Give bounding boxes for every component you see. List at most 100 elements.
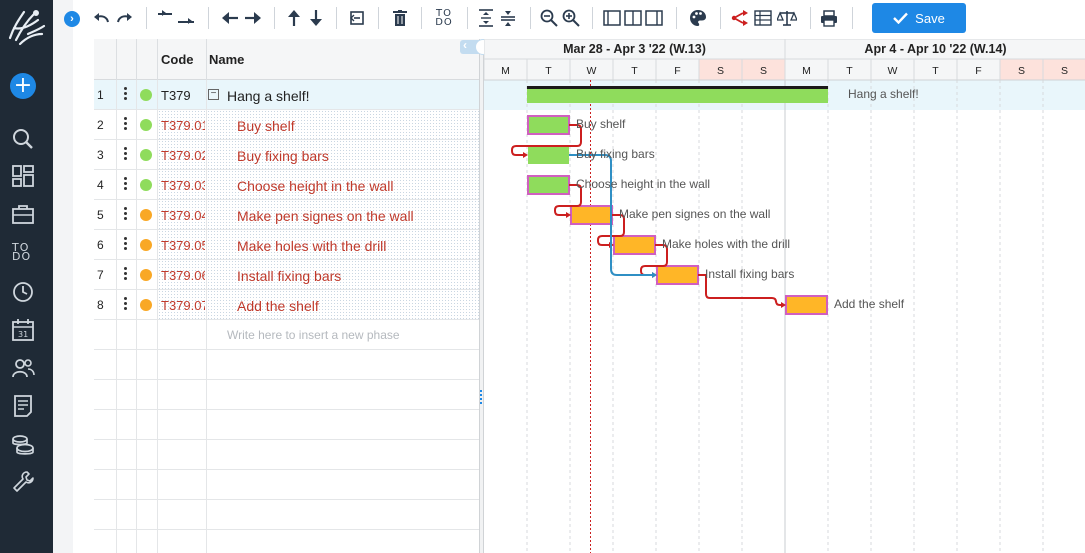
grid-cell[interactable] [158,290,207,320]
grid-cell[interactable] [117,260,137,290]
grid-cell[interactable] [117,440,137,470]
grid-cell[interactable] [158,410,207,440]
grid-cell[interactable] [94,500,117,530]
grid-cell[interactable] [207,380,480,410]
grid-cell[interactable] [207,170,480,200]
arrow-down-icon[interactable] [306,6,326,30]
grid-cell[interactable] [117,200,137,230]
dependency-link[interactable] [554,184,582,216]
grid-cell[interactable] [158,260,207,290]
task-code[interactable]: T379.03 [161,178,205,193]
grid-cell[interactable] [158,320,207,350]
grid-cell[interactable] [137,530,158,553]
task-bar[interactable] [570,205,613,225]
undo-icon[interactable] [92,6,112,30]
grid-cell[interactable] [117,320,137,350]
grid-cell[interactable] [137,410,158,440]
grid-cell[interactable] [158,380,207,410]
panel-splitter[interactable] [479,39,484,553]
palette-icon[interactable] [688,6,708,30]
week-header-cell[interactable] [784,39,1085,60]
grid-cell[interactable] [207,440,480,470]
grid-cell[interactable] [94,350,117,380]
header-code-col[interactable]: Code [158,39,207,80]
app-logo-icon[interactable] [4,4,48,48]
search-icon[interactable] [10,126,36,152]
grid-cell[interactable] [137,350,158,380]
grid-cell[interactable] [117,410,137,440]
task-code[interactable]: T379.07 [161,298,205,313]
grid-cell[interactable] [158,440,207,470]
dependency-link[interactable] [511,124,582,156]
grid-cell[interactable] [137,260,158,290]
splitter-grip[interactable] [480,390,483,406]
grid-cell[interactable] [207,410,480,440]
empty-row[interactable] [94,500,480,530]
grid-cell[interactable] [94,260,117,290]
grid-cell[interactable] [137,440,158,470]
grid-cell[interactable] [94,80,117,110]
empty-row[interactable] [94,440,480,470]
grid-cell[interactable] [158,110,207,140]
grid-cell[interactable] [117,470,137,500]
grid-cell[interactable] [207,350,480,380]
grid-cell[interactable] [137,80,158,110]
row-menu-icon[interactable] [124,87,128,102]
row-menu-icon[interactable] [124,297,128,312]
dashboard-icon[interactable] [10,163,36,189]
grid-cell[interactable] [117,170,137,200]
grid-cell[interactable] [158,170,207,200]
grid-cell[interactable] [207,500,480,530]
grid-cell[interactable] [117,80,137,110]
table-view-icon[interactable] [753,6,773,30]
grid-cell[interactable] [207,260,480,290]
row-menu-icon[interactable] [124,177,128,192]
grid-cell[interactable] [207,110,480,140]
task-name[interactable]: Install fixing bars [237,268,342,284]
grid-cell[interactable] [158,80,207,110]
coins-icon[interactable] [10,431,36,457]
critical-path-icon[interactable] [730,6,750,30]
trash-icon[interactable] [390,6,410,30]
grid-cell[interactable] [137,290,158,320]
save-button[interactable]: Save [872,3,966,33]
clock-icon[interactable] [10,279,36,305]
dependency-link[interactable] [698,274,783,306]
empty-row[interactable] [94,350,480,380]
task-name[interactable]: Make holes with the drill [237,238,387,254]
todo-toolbar-icon[interactable]: TO DO [432,6,456,30]
row-menu-icon[interactable] [124,207,128,222]
summary-bar[interactable] [527,89,828,103]
grid-cell[interactable] [207,290,480,320]
grid-cell[interactable] [137,500,158,530]
dependency-link[interactable] [569,154,654,276]
grid-cell[interactable] [94,230,117,260]
row-menu-icon[interactable] [124,267,128,282]
grid-cell[interactable] [117,140,137,170]
dependency-link[interactable] [640,244,668,276]
grid-cell[interactable] [158,500,207,530]
grid-cell[interactable] [117,110,137,140]
grid-cell[interactable] [94,440,117,470]
empty-row[interactable] [94,410,480,440]
calendar-icon[interactable]: 31 [10,317,36,343]
grid-cell[interactable] [158,350,207,380]
insert-phase-input[interactable]: Write here to insert a new phase [227,328,400,342]
task-bar[interactable] [656,265,699,285]
wrench-icon[interactable] [10,469,36,495]
grid-cell[interactable] [137,380,158,410]
empty-row[interactable]: Write here to insert a new phase [94,320,480,350]
grid-cell[interactable] [158,530,207,553]
grid-cell[interactable] [158,140,207,170]
grid-cell[interactable] [117,500,137,530]
grid-cell[interactable] [207,470,480,500]
task-name[interactable]: Make pen signes on the wall [237,208,414,224]
task-bar[interactable] [613,235,656,255]
grid-cell[interactable] [94,410,117,440]
grid-cell[interactable] [94,110,117,140]
indent-outdent-icon[interactable] [156,6,196,30]
